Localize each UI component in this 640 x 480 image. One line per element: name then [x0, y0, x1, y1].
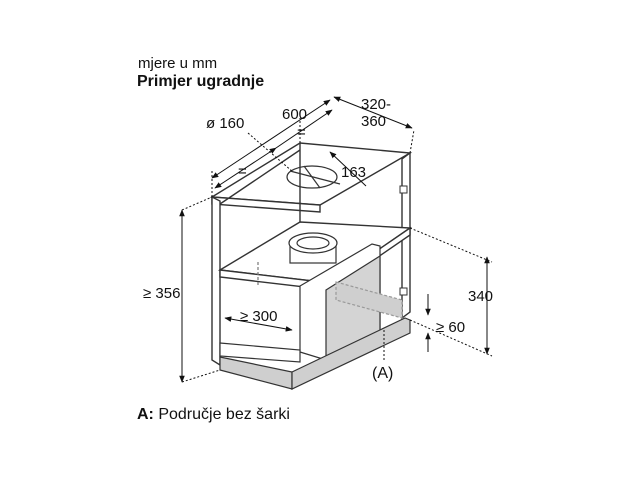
equal-left-label: =	[238, 163, 247, 180]
cabinet-floor	[219, 281, 411, 390]
dimension-lines	[179, 96, 493, 383]
footnote-key: A:	[137, 406, 154, 423]
equal-right-label: =	[297, 124, 306, 141]
units-note: mjere u mm	[138, 55, 218, 72]
zone-marker-label: (A)	[372, 365, 393, 382]
min-60-label: ≥ 60	[436, 319, 465, 336]
footnote-text: Područje bez šarki	[153, 406, 290, 423]
hinge-brackets	[399, 185, 408, 296]
width-label: 600	[282, 106, 307, 123]
depth-label-bottom: 360	[361, 113, 386, 130]
footnote: A: Područje bez šarki	[137, 407, 290, 423]
diagram-title: Primjer ugradnje	[137, 73, 265, 90]
depth-label-top: 320-	[361, 96, 391, 113]
duct-diameter-label: ø 160	[206, 115, 244, 132]
min-width-label: ≥ 300	[240, 308, 277, 325]
min-height-label: ≥ 356	[143, 285, 180, 302]
duct-collar	[288, 232, 338, 264]
height-340-label: 340	[468, 288, 493, 305]
duct-offset-label: 163	[341, 164, 366, 181]
